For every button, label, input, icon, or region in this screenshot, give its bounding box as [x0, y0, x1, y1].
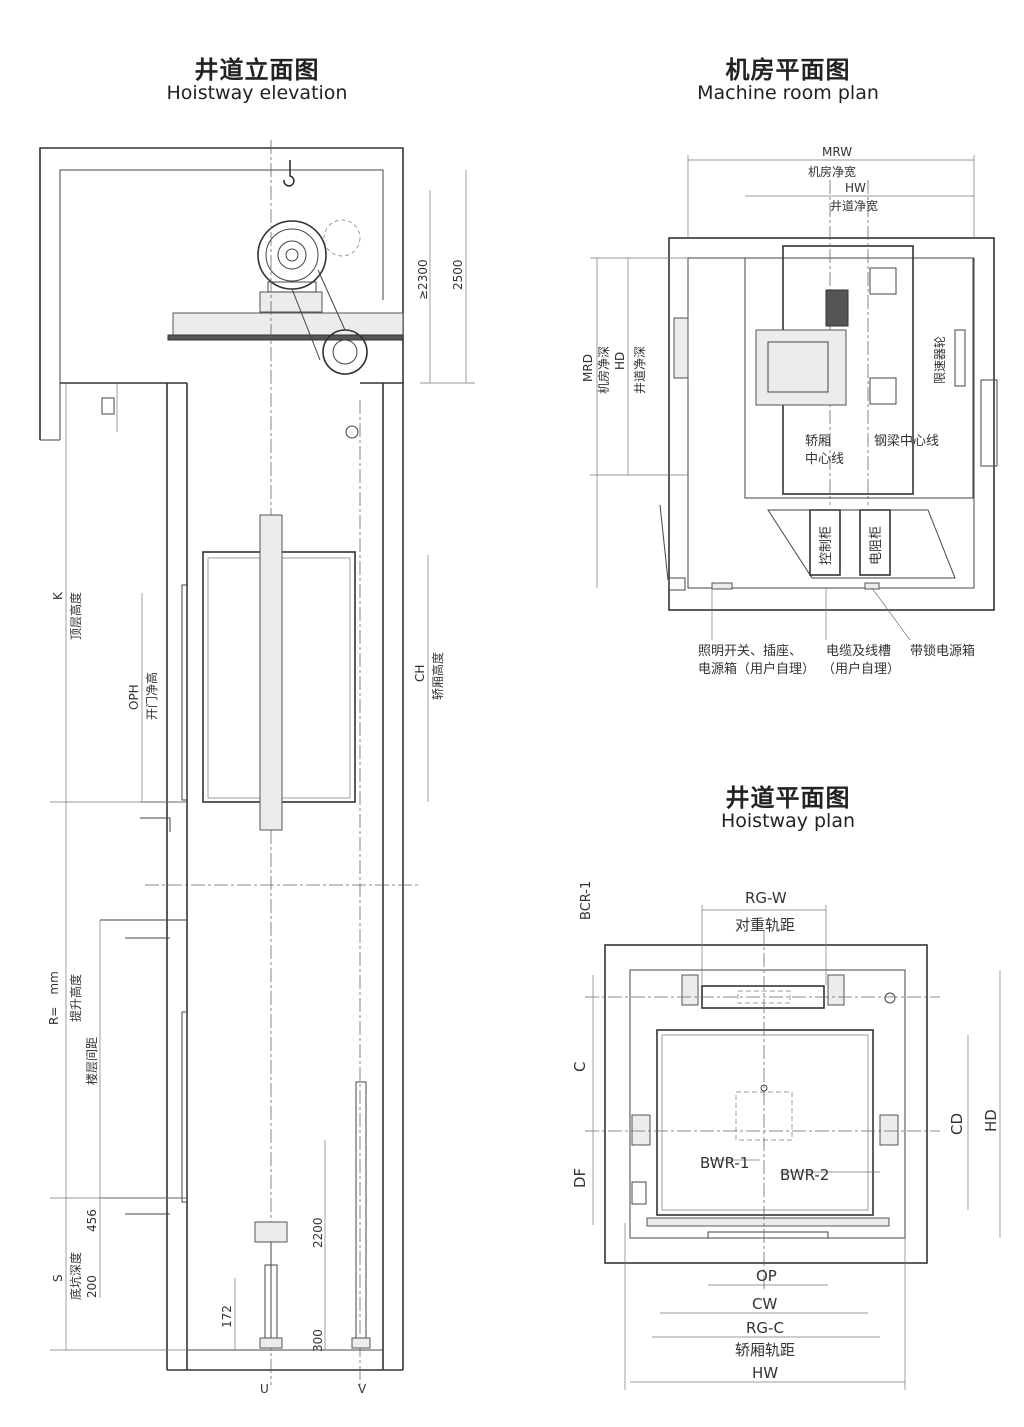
hoistway-elevation-drawing [39, 140, 475, 1385]
label-governor: 限速器轮 [933, 336, 947, 384]
hoistway-plan-drawing [585, 905, 1001, 1390]
label-rgc-zh: 轿厢轨距 [735, 1341, 795, 1359]
label-mrd-zh: 机房净深 [596, 346, 611, 394]
dim-u: U [260, 1382, 269, 1396]
label-mrd: MRD [581, 354, 595, 382]
label-hd-zh: 井道净深 [633, 346, 647, 394]
note-cable-a: 电缆及线槽 [826, 643, 891, 659]
dim-floor-zh: 楼层间距 [84, 1037, 99, 1085]
dim-oph: OPH [127, 684, 141, 710]
dim-r-zh: 提升高度 [68, 974, 83, 1022]
note-cable-b: （用户自理） [822, 661, 900, 677]
label-hd: HD [982, 1109, 1000, 1132]
label-resistor-cabinet: 电阻柜 [869, 526, 884, 565]
label-df: DF [571, 1168, 589, 1188]
hoistway-plan-title: 井道平面图 [725, 784, 851, 812]
label-control-cabinet: 控制柜 [819, 526, 834, 565]
dim-2300: ≥2300 [416, 259, 430, 300]
note-locked-box: 带锁电源箱 [910, 643, 975, 659]
dim-200: 200 [85, 1275, 99, 1298]
elevation-title: 井道立面图 [194, 56, 320, 84]
dim-oph-zh: 开门净高 [144, 672, 159, 720]
dim-456: 456 [85, 1209, 99, 1232]
label-hd: HD [613, 352, 627, 370]
dim-k-zh: 顶层高度 [68, 592, 83, 640]
label-cd: CD [948, 1113, 966, 1135]
label-hw: HW [845, 181, 866, 195]
label-rgw-zh: 对重轨距 [735, 916, 795, 934]
dim-2500: 2500 [451, 259, 465, 290]
dim-300: 300 [311, 1329, 325, 1352]
label-mrw: MRW [822, 145, 852, 159]
label-mrw-zh: 机房净宽 [808, 164, 856, 179]
dim-ch-zh: 轿厢高度 [430, 652, 445, 700]
machine-room-subtitle: Machine room plan [697, 82, 879, 104]
label-hw-plan: HW [752, 1364, 778, 1382]
label-bcr1: BCR-1 [579, 881, 594, 920]
label-beam-center: 钢梁中心线 [874, 434, 939, 449]
label-car-center-2: 中心线 [805, 452, 844, 467]
hoistway-plan-subtitle: Hoistway plan [720, 810, 856, 832]
machine-room-drawing [590, 155, 998, 641]
dim-r: R= mm [47, 971, 61, 1025]
dim-v: V [358, 1382, 367, 1396]
machine-room-title: 机房平面图 [725, 56, 851, 84]
note-lighting-a: 照明开关、插座、 [698, 644, 802, 659]
label-bwr2: BWR-2 [780, 1166, 829, 1184]
label-hw-zh: 井道净宽 [830, 198, 878, 213]
note-lighting-b: 电源箱（用户自理） [698, 661, 815, 677]
label-rgw: RG-W [745, 889, 787, 907]
label-cw: CW [752, 1295, 777, 1313]
label-bwr1: BWR-1 [700, 1154, 749, 1172]
dim-172: 172 [220, 1305, 234, 1328]
label-c: C [571, 1062, 589, 1072]
dim-k: K [51, 591, 65, 600]
dim-ch: CH [413, 665, 427, 682]
label-rgc: RG-C [746, 1319, 784, 1337]
dim-s-zh: 底坑深度 [68, 1252, 83, 1300]
elevation-subtitle: Hoistway elevation [166, 82, 348, 104]
label-op: OP [756, 1267, 777, 1285]
dim-2200: 2200 [311, 1217, 325, 1248]
label-car-center-1: 轿厢 [805, 434, 831, 449]
dim-s: S [51, 1274, 65, 1282]
